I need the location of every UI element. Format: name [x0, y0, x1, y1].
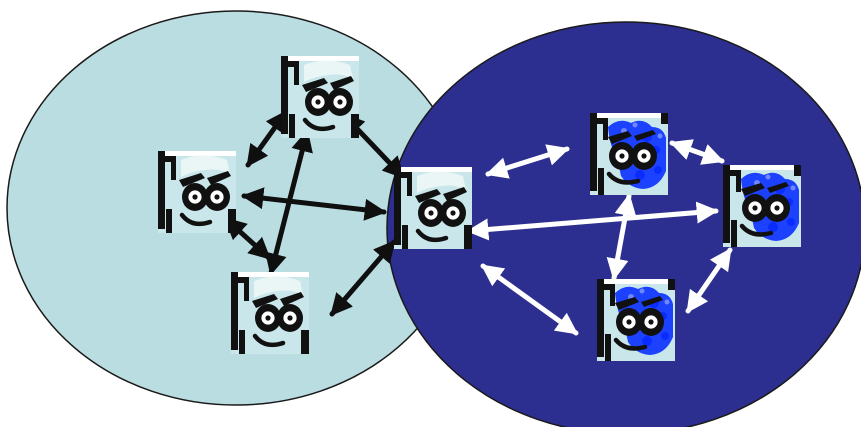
face-node-top-left-group [281, 56, 359, 138]
face-node-left-left-group [158, 151, 236, 233]
cartoon-face-icon [394, 167, 472, 249]
arrow-bridge-right-middle [466, 201, 719, 241]
arrow-right-top-bottom [606, 193, 637, 281]
cartoon-face-icon [158, 151, 236, 233]
face-node-bottom-right-group [597, 279, 675, 361]
right-group-arrows [466, 139, 733, 336]
cartoon-face-icon [281, 56, 359, 138]
arrow-right-top-middle [669, 139, 725, 165]
face-node-top-right-group [590, 113, 668, 195]
cartoon-face-icon [231, 272, 309, 354]
blue-haired-cartoon-face-icon [590, 113, 668, 195]
blue-haired-cartoon-face-icon [723, 165, 801, 247]
face-node-bottom-left-group [231, 272, 309, 354]
blue-haired-cartoon-face-icon [597, 279, 675, 361]
arrow-bottom-bridge [329, 239, 397, 317]
arrow-bridge-right-bottom [480, 263, 579, 336]
face-node-middle-right-group [723, 165, 801, 247]
arrow-left-bridge [241, 187, 387, 221]
arrow-bridge-right-top [485, 144, 570, 179]
arrow-right-middle-bottom [685, 247, 733, 314]
face-node-bridge [394, 167, 472, 249]
